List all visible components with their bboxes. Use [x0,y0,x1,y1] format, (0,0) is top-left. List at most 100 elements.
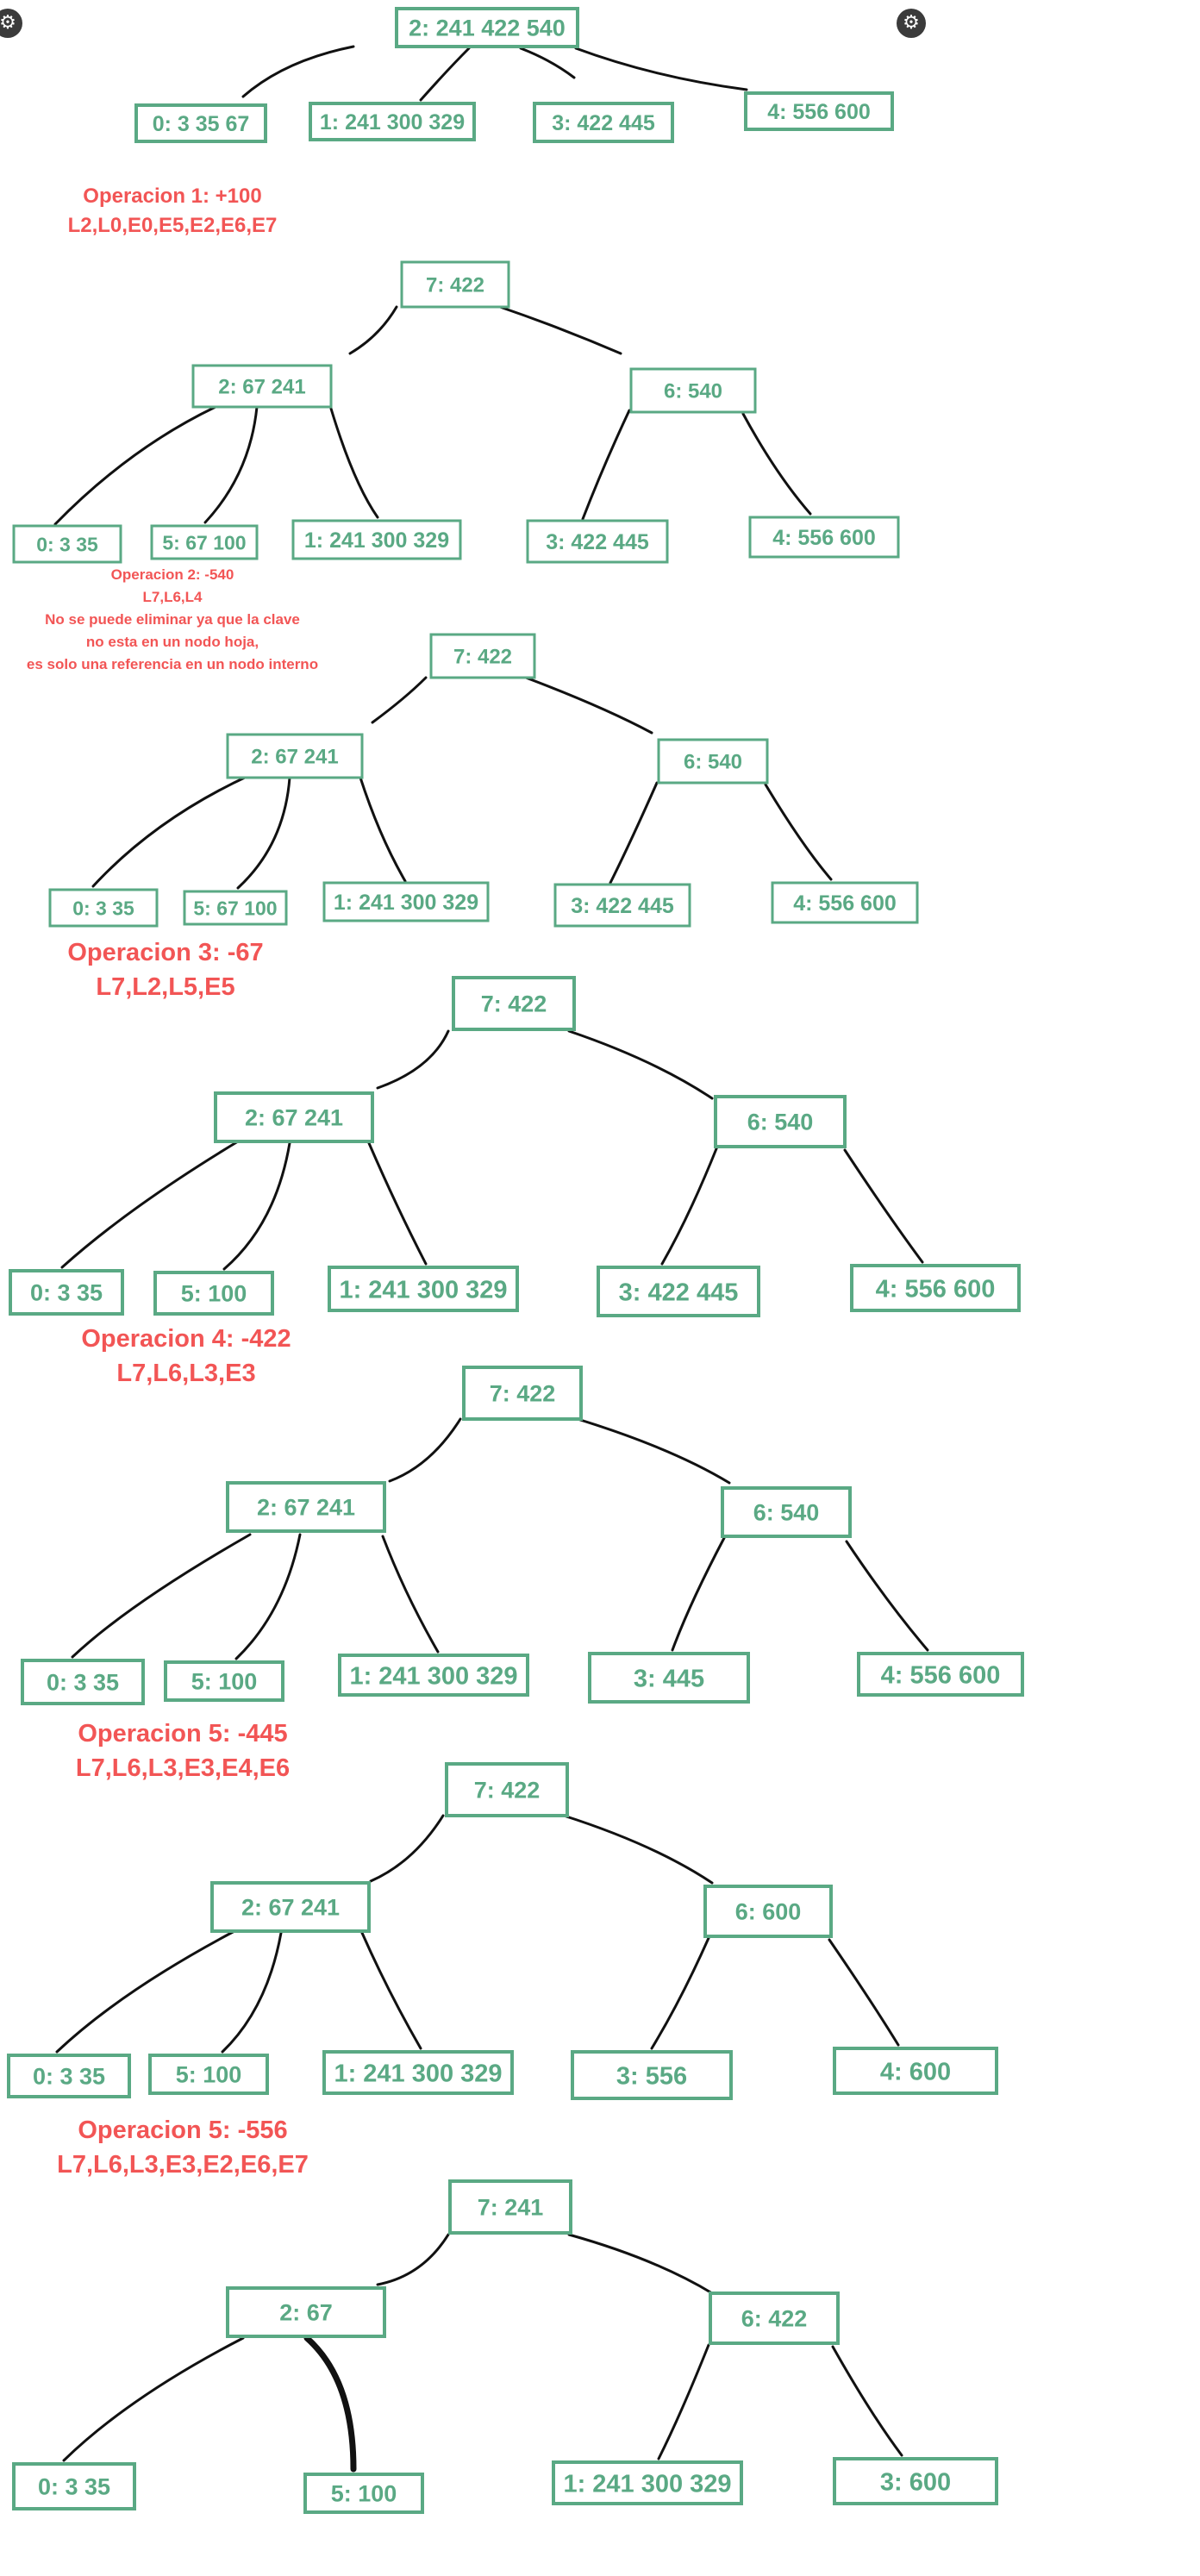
tree-node-label: 4: 556 600 [772,526,876,550]
tree-edge [519,47,576,79]
tree-edge [360,1931,422,2050]
tree-edge [609,781,659,885]
operation-title: Operacion 3: -67 [67,939,263,966]
tree-node-label: 2: 67 [279,2300,333,2326]
tree-node: 1: 241 300 329 [291,519,462,560]
tree-node-label: 7: 241 [478,2195,544,2221]
tree-node: 1: 241 300 329 [338,1654,529,1697]
tree-edge [650,1936,710,2050]
tree-node-label: 6: 540 [747,1110,814,1135]
tree-node-label: 3: 422 445 [571,894,674,918]
tree-node: 2: 67 [226,2286,386,2338]
tree-node: 3: 422 445 [533,102,674,143]
tree-node-label: 0: 3 35 [33,2064,105,2090]
tree-node-box [703,1885,833,1938]
tree-edge [660,1145,719,1266]
tree-node: 4: 556 600 [857,1652,1024,1697]
tree-edge [419,47,471,102]
tree-node: 1: 241 300 329 [552,2460,743,2505]
tree-node-box [226,2286,386,2338]
tree-node-box [12,2462,136,2510]
tree-node: 0: 3 35 67 [134,103,267,143]
settings-button-left[interactable]: ⚙ [0,9,22,38]
tree-node-box [395,7,579,48]
tree-node-label: 1: 241 300 329 [349,1662,517,1690]
tree-node-label: 0: 3 35 [38,2474,110,2500]
tree-node-label: 6: 540 [753,1500,820,1526]
tree-node: 4: 556 600 [771,881,919,924]
tree-node-label: 5: 100 [181,1281,247,1307]
tree-edge [55,1929,236,2054]
tree-node-box [303,2473,424,2514]
tree-edge [303,2335,357,2473]
tree-node: 3: 422 445 [553,883,691,928]
tree-node: 7: 422 [452,976,576,1031]
tree-node: 5: 67 100 [183,890,288,926]
tree-edge [241,45,355,98]
tree-edge [371,676,428,724]
tree-node-box [744,91,894,131]
tree-node-label: 3: 556 [616,2062,687,2090]
tree-node-box [291,519,462,560]
tree-edge [221,1931,283,2054]
tree-node-label: 5: 67 100 [193,897,277,919]
tree-node: 3: 556 [571,2050,733,2100]
tree-node-label: 1: 241 300 329 [320,110,465,134]
tree-node-label: 7: 422 [426,274,484,297]
tree-node-label: 0: 3 35 [47,1670,119,1696]
tree-node: 6: 600 [703,1885,833,1938]
tree-node-label: 7: 422 [453,646,512,669]
tree-edge [567,1029,714,1100]
operation-detail: es solo una referencia en un nodo intern… [27,656,318,672]
tree-node-label: 3: 422 445 [619,1279,739,1306]
tree-node-box [21,1659,145,1705]
tree-edge [53,405,217,526]
tree-node-box [7,2054,131,2098]
tree-edge [845,1540,929,1652]
tree-edge [236,776,291,890]
tree-edge [381,1535,440,1654]
operation-detail: L7,L6,L3,E3 [116,1360,255,1387]
tree-edge [843,1148,924,1264]
tree-node: 2: 67 241 [226,1481,386,1533]
tree-node: 7: 422 [429,633,536,679]
tree-node-box [448,2179,572,2235]
tree-node-box [210,1881,371,1933]
tree-node-label: 2: 67 241 [251,746,338,769]
tree-node-box [571,2050,733,2100]
tree-node-box [553,883,691,928]
tree-node-box [12,524,122,564]
tree-edge [576,1417,731,1485]
tree-node-label: 2: 67 241 [241,1895,340,1921]
tree-node-label: 3: 445 [634,1665,704,1692]
tree-node-box [714,1095,847,1148]
tree-node-box [462,1366,583,1421]
tree-edge [376,2233,450,2286]
tree-node-box [748,516,900,559]
tree-node-box [322,881,490,922]
tree-node: 6: 540 [657,738,769,785]
settings-button-right[interactable]: ⚙ [897,9,926,38]
tree-edge [498,305,622,355]
tree-node-box [833,2457,998,2505]
tree-node-label: 6: 540 [684,751,742,774]
tree-edge [71,1533,252,1659]
tree-node-box [214,1091,374,1143]
tree-node-label: 4: 556 600 [767,100,871,124]
tree-edge [359,776,407,883]
tree-node: 2: 67 241 [214,1091,374,1143]
tree-node: 0: 3 35 [12,524,122,564]
tree-node: 6: 540 [714,1095,847,1148]
tree-node: 0: 3 35 [12,2462,136,2510]
tree-edge [222,1141,291,1271]
operation-detail: L7,L6,L4 [143,589,203,605]
tree-edge [62,2336,245,2462]
tree-node: 1: 241 300 329 [322,2050,514,2095]
tree-node-label: 2: 241 422 540 [409,16,566,41]
tree-node-box [526,519,669,564]
tree-node-box [150,524,259,560]
tree-node-label: 0: 3 35 [30,1280,103,1306]
tree-node-box [48,888,159,928]
tree-edge [831,2345,903,2457]
